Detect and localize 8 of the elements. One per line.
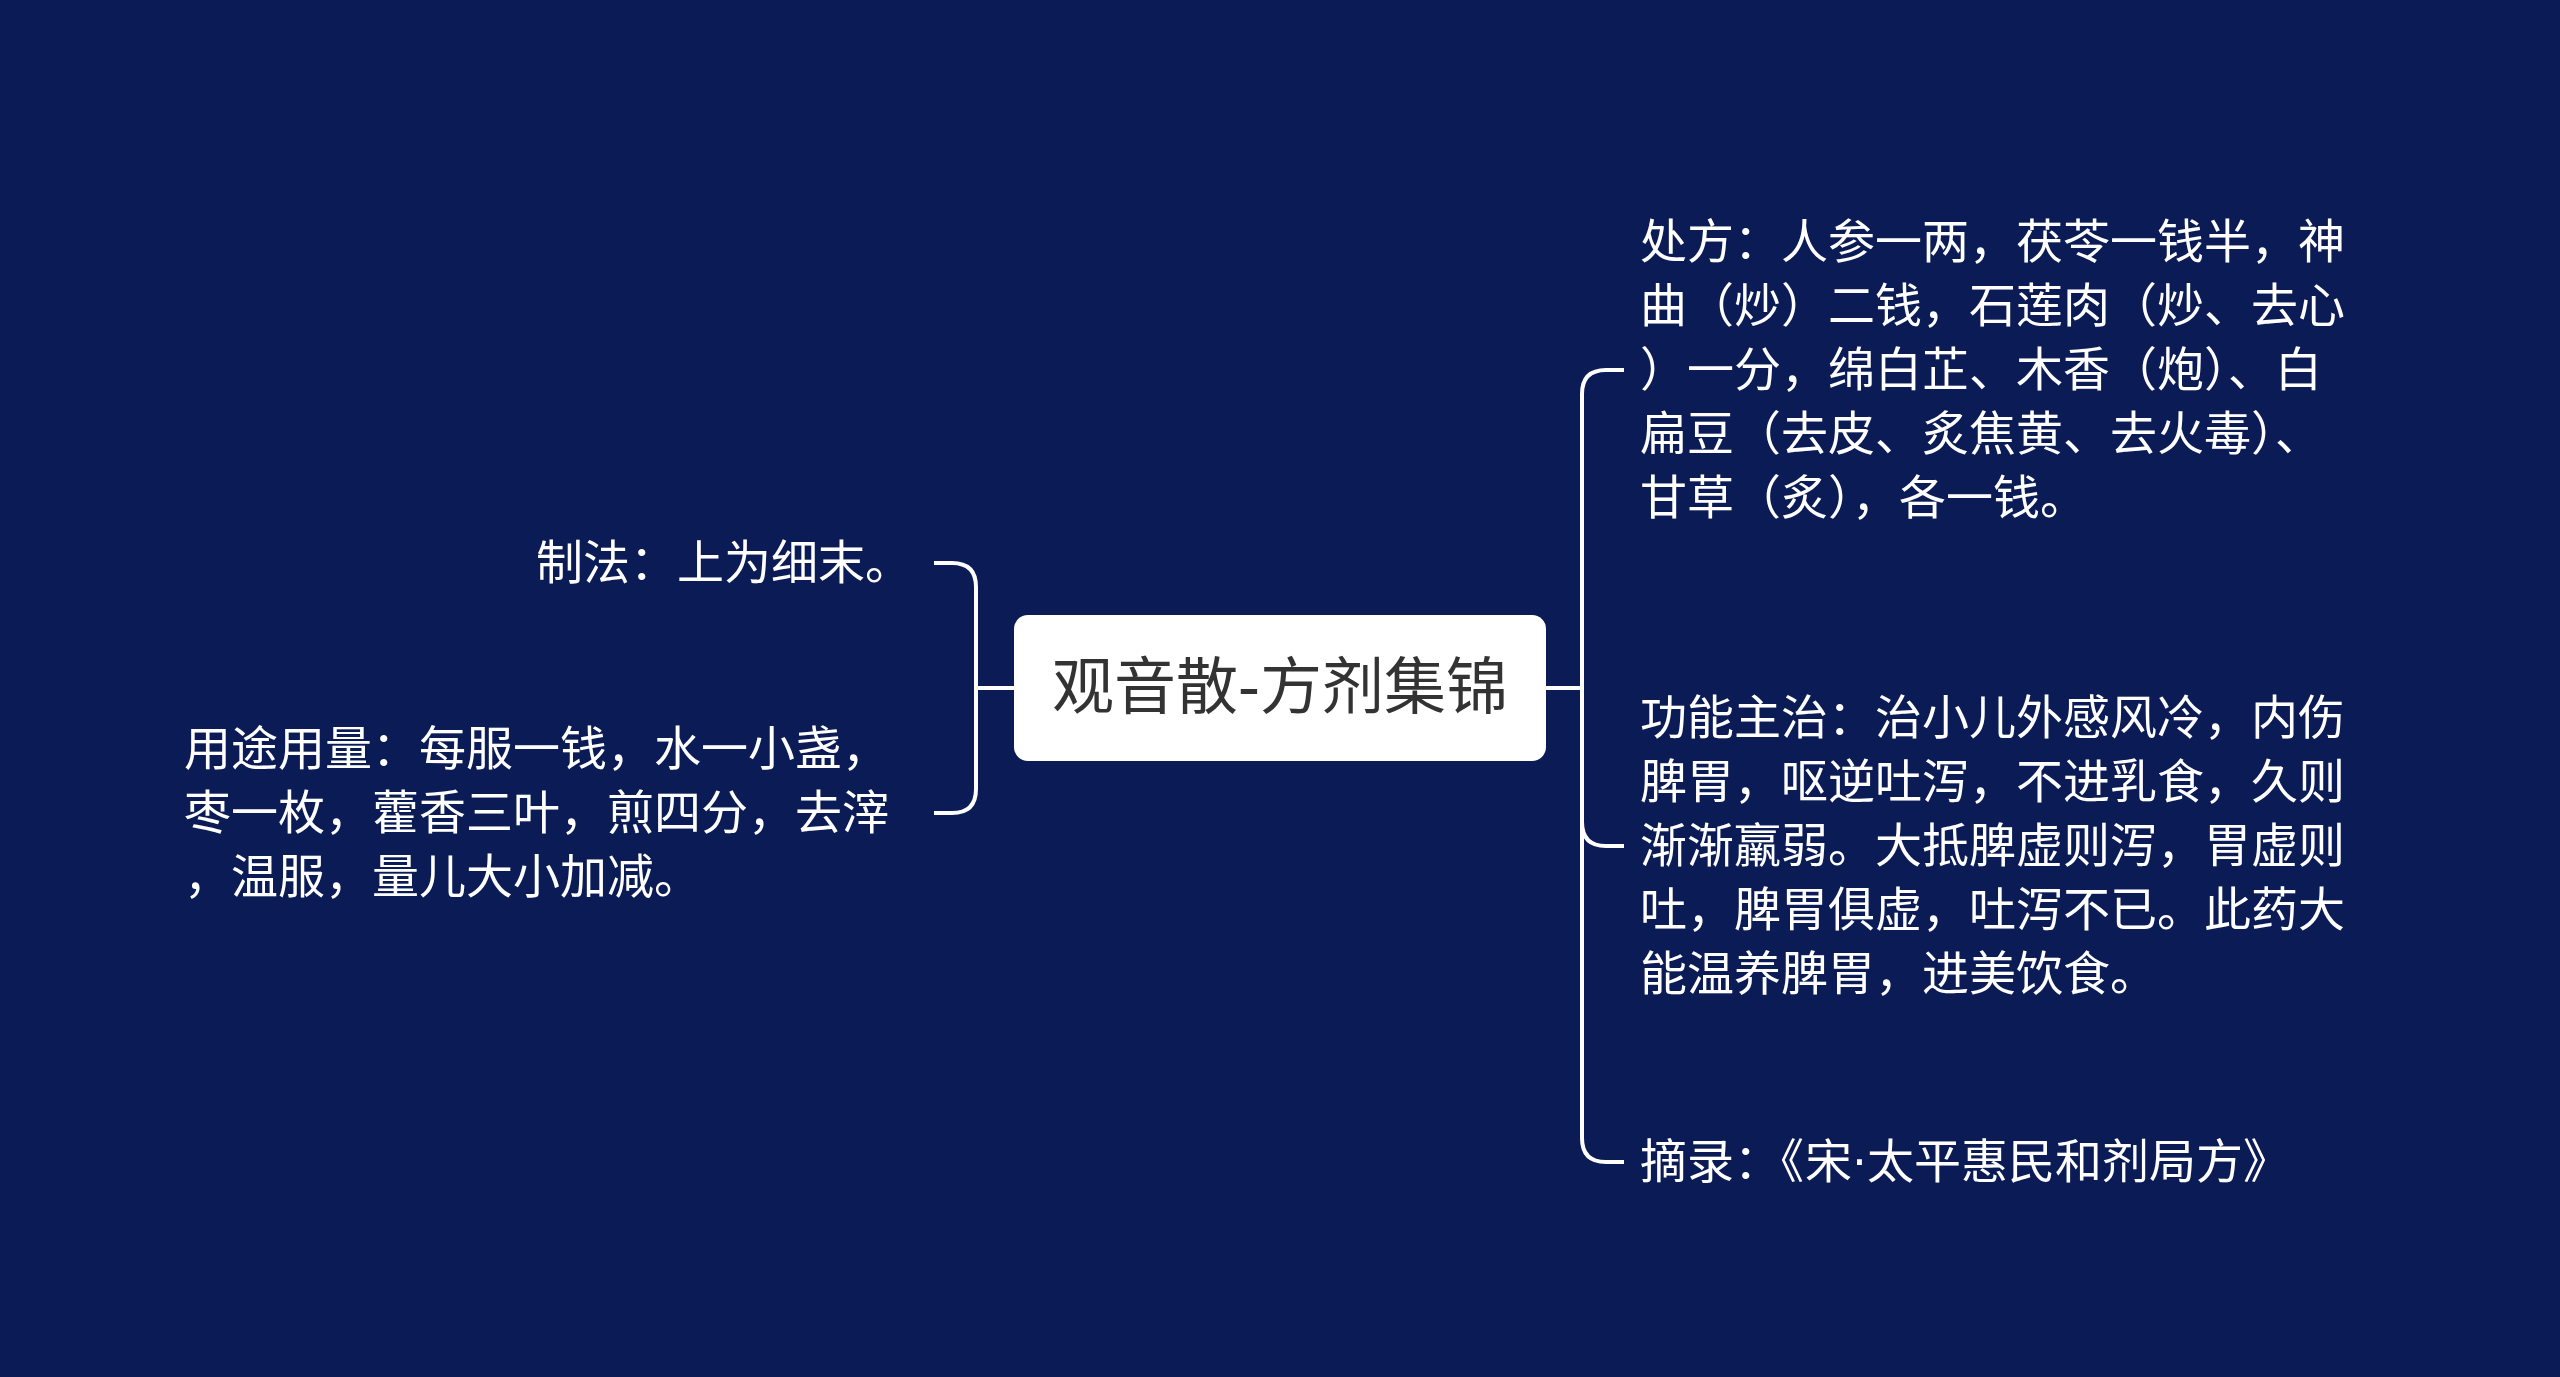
branch-text: 摘录：《宋·太平惠民和剂局方》 [1640, 1133, 2290, 1191]
branch-text: 用途用量：每服一钱，水一小盏，枣一枚，藿香三叶，煎四分，去滓，温服，量儿大小加减。 [183, 720, 890, 906]
connector-line [1546, 686, 1624, 1164]
branch-text: 制法：上为细末。 [536, 534, 912, 592]
branch-text: 功能主治：治小儿外感风冷，内伤脾胃，呕逆吐泻，不进乳食，久则渐渐羸弱。大抵脾虚则泻，胃虚则吐，脾胃俱虚，吐泻不已。此药大能温养脾胃，进美饮食。 [1640, 689, 2346, 1003]
central-topic-title: 观音散-方剂集锦 [1051, 651, 1509, 725]
branch-text: 处方：人参一两，茯苓一钱半，神曲（炒）二钱，石莲肉（炒、去心）一分，绵白芷、木香（炮）、白扁豆（去皮、炙焦黄、去火毒）、甘草（炙），各一钱。 [1640, 213, 2346, 527]
central-topic-box [1014, 615, 1546, 761]
